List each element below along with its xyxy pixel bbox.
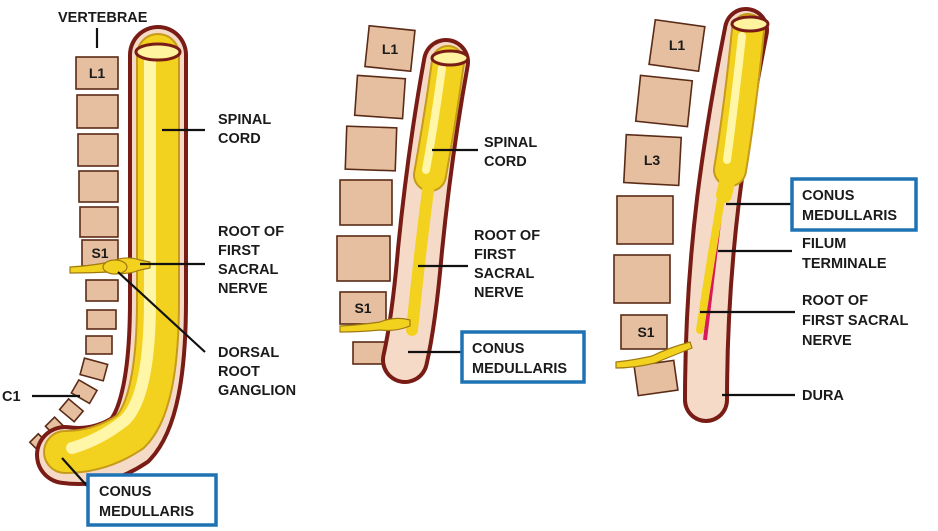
- conus-label-line2: MEDULLARIS: [802, 208, 897, 224]
- vertebra: [339, 179, 393, 226]
- conus-label-line1: CONUS: [99, 484, 152, 500]
- ganglion-label-line1: DORSAL: [218, 345, 279, 361]
- vertebra: [58, 397, 85, 423]
- sacral-nerve-root: [339, 317, 411, 333]
- spinal-cord-top: [730, 15, 770, 33]
- c1-label: C1: [2, 389, 21, 405]
- root-label-line4: NERVE: [474, 285, 524, 301]
- vertebra: [616, 195, 674, 245]
- ganglion-label-line2: ROOT: [218, 364, 260, 380]
- conus-highlight-box: [86, 473, 218, 527]
- root-label-line3: SACRAL: [474, 266, 535, 282]
- vertebra-l1: [75, 56, 119, 90]
- filum-label-line1: FILUM: [802, 236, 846, 252]
- root-label-line1: ROOT OF: [474, 228, 540, 244]
- vertebra: [634, 74, 694, 128]
- spinal-cord-top: [134, 42, 182, 62]
- vertebra-label-s1: S1: [354, 300, 371, 316]
- vertebra: [336, 235, 391, 282]
- dura-label: DURA: [802, 388, 844, 404]
- panel-1: L1 S1 VERTEBRAE SPINAL CORD ROOT OF FIRS…: [2, 10, 296, 527]
- vertebra-s1: [339, 291, 387, 325]
- conus-label-line2: MEDULLARIS: [472, 361, 567, 377]
- spinal-cord-highlight: [422, 64, 446, 174]
- root-label-line2: FIRST SACRAL: [802, 313, 908, 329]
- vertebra-label-l1: L1: [89, 65, 106, 81]
- spinal-cord-top: [430, 49, 470, 67]
- vertebra-label-l3: L3: [644, 152, 661, 168]
- vertebra-s1: [620, 314, 668, 350]
- vertebra-label-l1: L1: [382, 41, 399, 57]
- conus-label-line1: CONUS: [802, 188, 855, 204]
- vertebra-l3: [622, 133, 683, 187]
- spinal-cord-highlight: [723, 32, 746, 164]
- vertebra: [85, 279, 119, 302]
- vertebrae-label: VERTEBRAE: [58, 10, 148, 26]
- root-label-line2: FIRST: [474, 247, 516, 263]
- vertebra: [353, 74, 407, 120]
- vertebra: [85, 335, 113, 355]
- conus-leader: [61, 457, 89, 488]
- vertebra-c1: [70, 378, 99, 405]
- conus-label-line1: CONUS: [472, 341, 525, 357]
- vertebra: [86, 309, 117, 330]
- root-label-line4: NERVE: [218, 281, 268, 297]
- root-label-line1: ROOT OF: [218, 224, 284, 240]
- vertebral-column: [336, 24, 416, 365]
- spinal-cord: [415, 47, 463, 190]
- conus-highlight-box: [460, 330, 586, 384]
- root-label-line3: NERVE: [802, 333, 852, 349]
- sacral-nerve-root: [615, 341, 693, 369]
- root-label-line3: SACRAL: [218, 262, 279, 278]
- spinal-cord: [45, 35, 178, 472]
- root-label-line2: FIRST: [218, 243, 260, 259]
- conus-highlight-box: [790, 177, 918, 232]
- spinal-cord-label-line1: SPINAL: [484, 135, 537, 151]
- ganglion-label-line3: GANGLION: [218, 383, 296, 399]
- vertebra: [344, 125, 398, 172]
- vertebra-l1: [364, 24, 416, 73]
- panel-2: L1 S1 SPINAL CORD ROOT OF FIRST SACRAL N…: [336, 24, 586, 384]
- vertebra-label-s1: S1: [637, 324, 654, 340]
- vertebra: [613, 254, 671, 304]
- vertebra: [79, 357, 109, 382]
- cauda-equina: [406, 169, 436, 336]
- spinal-cord-label-line2: CORD: [484, 154, 527, 170]
- ganglion-leader: [117, 271, 206, 353]
- vertebra-label-s1: S1: [91, 245, 108, 261]
- vertebra: [76, 94, 119, 129]
- root-label-line1: ROOT OF: [802, 293, 868, 309]
- dorsal-root-ganglion: [102, 259, 128, 275]
- conus-label-line2: MEDULLARIS: [99, 504, 194, 520]
- vertebra-l1: [648, 18, 706, 73]
- spinal-cord-label-line2: CORD: [218, 131, 261, 147]
- filum-label-line2: TERMINALE: [802, 256, 887, 272]
- vertebral-column: [613, 18, 706, 397]
- spinal-cord-highlight: [66, 54, 156, 454]
- panel-3: L1 L3 S1 CONUS MEDULLARIS FILUM TERMINAL…: [613, 7, 918, 423]
- vertebra: [78, 170, 119, 203]
- vertebra: [79, 206, 119, 238]
- vertebra: [77, 133, 119, 167]
- spinal-cord: [715, 15, 763, 185]
- spinal-cord-label-line1: SPINAL: [218, 112, 271, 128]
- vertebra-label-l1: L1: [669, 37, 686, 53]
